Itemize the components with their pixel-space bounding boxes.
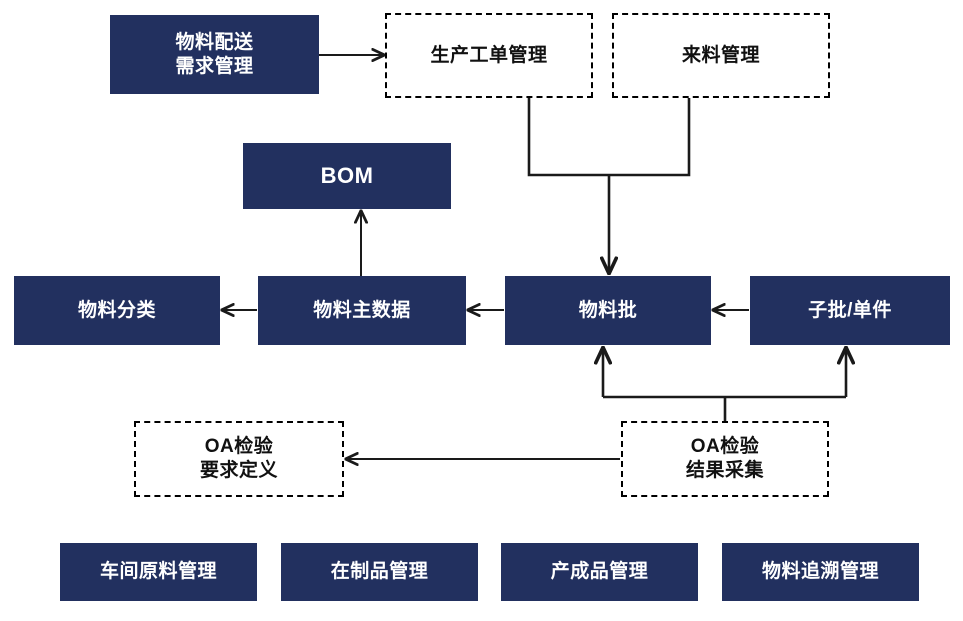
node-material-category[interactable]: 物料分类 [14, 276, 220, 345]
node-label: BOM [320, 163, 374, 189]
node-label: OA检验 结果采集 [685, 436, 764, 481]
node-label: 子批/单件 [808, 299, 892, 321]
node-label: OA检验 要求定义 [199, 436, 278, 481]
node-sub-batch-unit[interactable]: 子批/单件 [750, 276, 950, 345]
node-finished-product[interactable]: 产成品管理 [501, 543, 698, 601]
node-wip-management[interactable]: 在制品管理 [281, 543, 478, 601]
node-label: 在制品管理 [330, 561, 429, 583]
node-label: 物料追溯管理 [761, 561, 879, 583]
node-label: 物料批 [578, 299, 638, 321]
node-oa-inspection-requirement[interactable]: OA检验 要求定义 [134, 421, 344, 497]
node-label: 产成品管理 [550, 561, 649, 583]
node-material-delivery-demand[interactable]: 物料配送 需求管理 [110, 15, 319, 94]
edge-oaresult-fork [603, 395, 846, 421]
node-label: 物料主数据 [313, 299, 411, 321]
node-production-work-order[interactable]: 生产工单管理 [385, 13, 593, 98]
node-incoming-material[interactable]: 来料管理 [612, 13, 830, 98]
node-label: 来料管理 [681, 44, 760, 66]
node-label: 物料分类 [77, 299, 156, 321]
node-material-master-data[interactable]: 物料主数据 [258, 276, 466, 345]
node-label: 生产工单管理 [430, 44, 548, 66]
edge-workorder-merge-to-batch [527, 98, 691, 177]
node-material-traceability[interactable]: 物料追溯管理 [722, 543, 919, 601]
node-label: 车间原料管理 [99, 561, 217, 583]
node-label: 物料配送 需求管理 [175, 31, 254, 77]
node-workshop-raw-material[interactable]: 车间原料管理 [60, 543, 257, 601]
node-material-batch[interactable]: 物料批 [505, 276, 711, 345]
node-bom[interactable]: BOM [243, 143, 451, 209]
node-oa-inspection-result[interactable]: OA检验 结果采集 [621, 421, 829, 497]
